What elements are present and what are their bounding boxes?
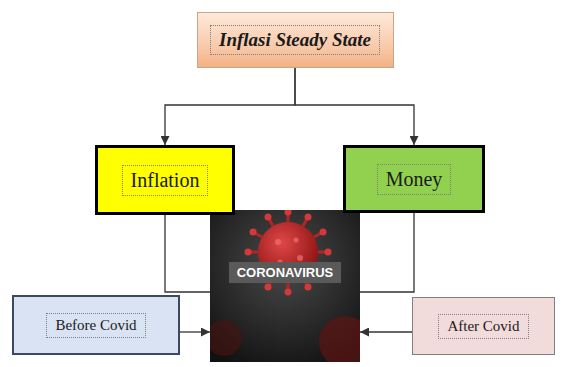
connector <box>360 331 412 332</box>
connector <box>295 68 414 145</box>
box-label: Inflasi Steady State <box>210 25 380 55</box>
period-box: After Covid <box>412 297 555 355</box>
connector <box>180 331 210 332</box>
box-label: Inflation <box>122 165 209 196</box>
virus-dots <box>275 238 303 265</box>
connector <box>360 213 414 292</box>
process-box: Money <box>343 145 485 213</box>
coronavirus-illustration <box>210 210 360 362</box>
box-label: After Covid <box>438 314 528 339</box>
connector <box>165 215 210 292</box>
title-box: Inflasi Steady State <box>197 12 394 68</box>
box-label: Money <box>377 164 452 195</box>
box-label: Before Covid <box>46 313 145 338</box>
period-box: Before Covid <box>12 295 180 355</box>
virus-blur <box>319 316 360 362</box>
virus-blur <box>210 320 242 356</box>
connector <box>165 68 295 145</box>
illustration-label: CORONAVIRUS <box>229 262 342 283</box>
process-box: Inflation <box>95 145 235 215</box>
illustration-box: CORONAVIRUS <box>210 210 360 362</box>
